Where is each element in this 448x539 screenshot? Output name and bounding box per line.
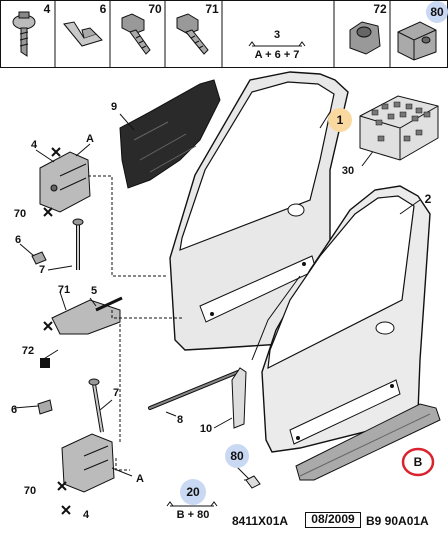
weatherstrip[interactable] — [148, 370, 240, 410]
callout-label: 9 — [111, 101, 117, 113]
callout-label: A — [136, 473, 144, 485]
nut-icon[interactable] — [349, 21, 381, 55]
seal-bracket[interactable] — [231, 367, 247, 429]
callout-label[interactable]: 80 — [230, 449, 244, 463]
screw-icon[interactable] — [176, 13, 209, 55]
callout-label: 71 — [58, 284, 70, 296]
part-label: 72 — [373, 2, 387, 16]
highlight-circle — [225, 444, 249, 468]
callout-label: 10 — [200, 423, 212, 435]
kit-label: A + 6 + 7 — [255, 49, 300, 61]
part-label: 6 — [100, 2, 107, 16]
callout-label: 70 — [24, 485, 36, 497]
callout-label: 7 — [113, 387, 119, 399]
highlight-circle — [180, 479, 206, 505]
part-label: 4 — [44, 2, 51, 16]
callout-label: A — [86, 133, 94, 145]
illustration-code: B9 90A01A — [366, 514, 429, 528]
callout-label[interactable]: 1 — [337, 113, 344, 127]
callout-label: 3 — [274, 29, 280, 41]
upper-hinge[interactable] — [39, 151, 91, 213]
callout-label: 5 — [91, 285, 97, 297]
callout-label: 4 — [31, 139, 38, 151]
callout-label: 2 — [425, 192, 432, 206]
highlight-circle — [328, 108, 352, 132]
fastener-marks — [43, 147, 71, 515]
door-trim-strip[interactable] — [295, 403, 441, 481]
callout-label[interactable]: 20 — [186, 485, 200, 499]
callout-label: 6 — [15, 234, 21, 246]
callout-label: 6 — [11, 404, 17, 416]
callout-label: 70 — [14, 208, 26, 220]
callout-label: 30 — [342, 165, 354, 177]
clip-icon[interactable] — [37, 399, 53, 415]
callout-label: 8 — [177, 414, 183, 426]
bolt-icon[interactable] — [88, 378, 104, 433]
selection-ring[interactable] — [401, 447, 435, 477]
clip-icon[interactable] — [31, 251, 47, 265]
part-label: 80 — [430, 5, 444, 19]
door-panel[interactable] — [261, 185, 431, 453]
leader-lines — [13, 111, 421, 483]
waterproof-sheet[interactable] — [119, 79, 221, 189]
date-box: 08/2009 — [305, 512, 361, 528]
clip-kit[interactable] — [359, 95, 439, 161]
nut-icon[interactable] — [40, 358, 50, 368]
callout-label[interactable]: B — [414, 455, 423, 469]
window-seal[interactable] — [251, 275, 301, 361]
kit-label: B + 80 — [177, 509, 210, 521]
callout-label: 72 — [22, 345, 34, 357]
bolt-icon[interactable] — [121, 13, 151, 55]
callout-label: 4 — [83, 509, 90, 521]
plug-clip-icon[interactable] — [245, 475, 261, 489]
lower-hinge[interactable] — [61, 433, 115, 493]
bolt-icon[interactable] — [72, 218, 84, 270]
clip-icon[interactable] — [63, 21, 103, 47]
part-label: 70 — [148, 2, 162, 16]
callout-label: 7 — [39, 264, 45, 276]
highlight-circle — [426, 1, 448, 23]
plug-clip-icon[interactable] — [397, 21, 437, 61]
reference-code: 8411X01A — [232, 514, 289, 528]
screw-icon[interactable] — [12, 11, 36, 57]
part-label: 71 — [205, 2, 219, 16]
